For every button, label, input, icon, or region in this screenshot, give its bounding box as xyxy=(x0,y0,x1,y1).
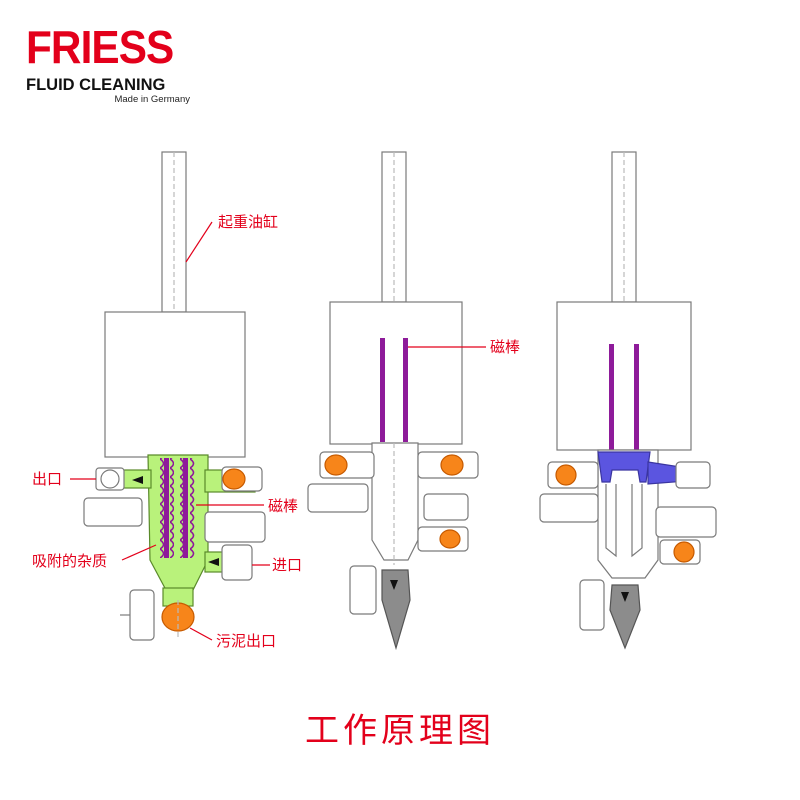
inlet-arrow xyxy=(208,558,219,566)
label-outlet: 出口 xyxy=(32,470,63,488)
leader-sludge xyxy=(189,627,213,641)
panel-lifting xyxy=(307,151,479,651)
empty-housing xyxy=(371,442,419,561)
magnetic-rod-1a xyxy=(164,458,169,558)
outlet-arrow xyxy=(132,476,143,484)
panel-discharging xyxy=(539,151,717,650)
label-magnetic-rod-1: 磁棒 xyxy=(268,497,299,515)
actuator-right-3 xyxy=(655,506,717,538)
side-valve-ball-1 xyxy=(222,468,246,490)
inlet-valve-1 xyxy=(221,544,253,581)
sludge-actuator-2 xyxy=(349,565,377,615)
inlet-valve-ball-2 xyxy=(439,529,461,549)
diagram-caption: 工作原理图 xyxy=(305,711,495,751)
label-sludge-outlet: 污泥出口 xyxy=(216,632,277,650)
cylinder-block-3 xyxy=(556,301,692,451)
outlet-valve-ball-2 xyxy=(324,454,348,476)
leader-lines xyxy=(70,221,486,641)
panel-filtering xyxy=(83,151,266,641)
cylinder-block-2 xyxy=(329,301,463,445)
cylinder-block-1 xyxy=(104,311,246,458)
outlet-valve-ball-3 xyxy=(555,464,577,486)
flush-valve-3 xyxy=(675,461,711,489)
sludge-cone-2 xyxy=(381,569,411,651)
logo-brand: FRIESS xyxy=(26,21,174,73)
actuator-right-1 xyxy=(204,511,266,543)
sludge-actuator-1 xyxy=(129,589,155,641)
logo-subtitle: FLUID CLEANING xyxy=(26,76,166,94)
actuator-left-3 xyxy=(539,493,599,523)
label-inlet: 进口 xyxy=(272,556,303,574)
logo-tagline: Made in Germany xyxy=(114,94,190,105)
side-valve-ball-2 xyxy=(440,454,464,476)
leader-cylinder xyxy=(185,221,213,263)
sludge-cone-3 xyxy=(609,584,641,650)
magnetic-rod-2a xyxy=(380,338,385,442)
label-lifting-cylinder: 起重油缸 xyxy=(218,213,279,231)
magnetic-rod-3b xyxy=(634,344,639,454)
label-adsorbed-impurities: 吸附的杂质 xyxy=(32,552,108,570)
friess-logo: FRIESS FLUID CLEANING Made in Germany xyxy=(26,24,196,105)
label-magnetic-rod-2: 磁棒 xyxy=(490,338,521,356)
actuator-left-1 xyxy=(83,497,143,527)
magnetic-rod-2b xyxy=(403,338,408,442)
leader-impurities xyxy=(121,544,157,561)
inlet-valve-ball-3 xyxy=(673,541,695,563)
magnetic-rod-1b xyxy=(183,458,188,558)
magnetic-rod-3a xyxy=(609,344,614,454)
sludge-actuator-3 xyxy=(579,579,605,631)
actuator-right-2 xyxy=(423,493,469,521)
actuator-left-2 xyxy=(307,483,369,513)
